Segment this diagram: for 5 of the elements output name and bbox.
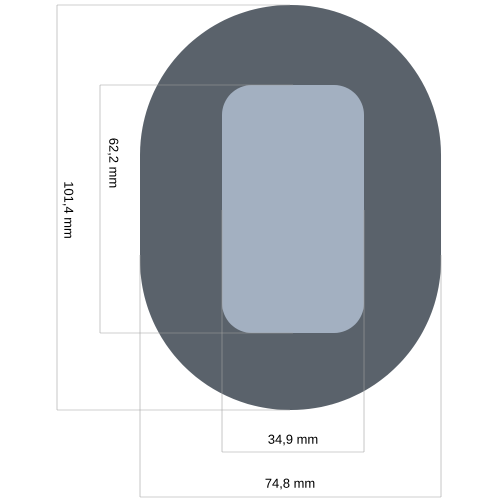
dimension-label: 101,4 mm [62, 182, 74, 238]
dimension-label: 74,8 mm [265, 478, 314, 490]
dimension-label: 34,9 mm [268, 434, 318, 446]
inner-opening-shape [222, 85, 364, 333]
dimension-label: 62,2 mm [108, 138, 118, 188]
